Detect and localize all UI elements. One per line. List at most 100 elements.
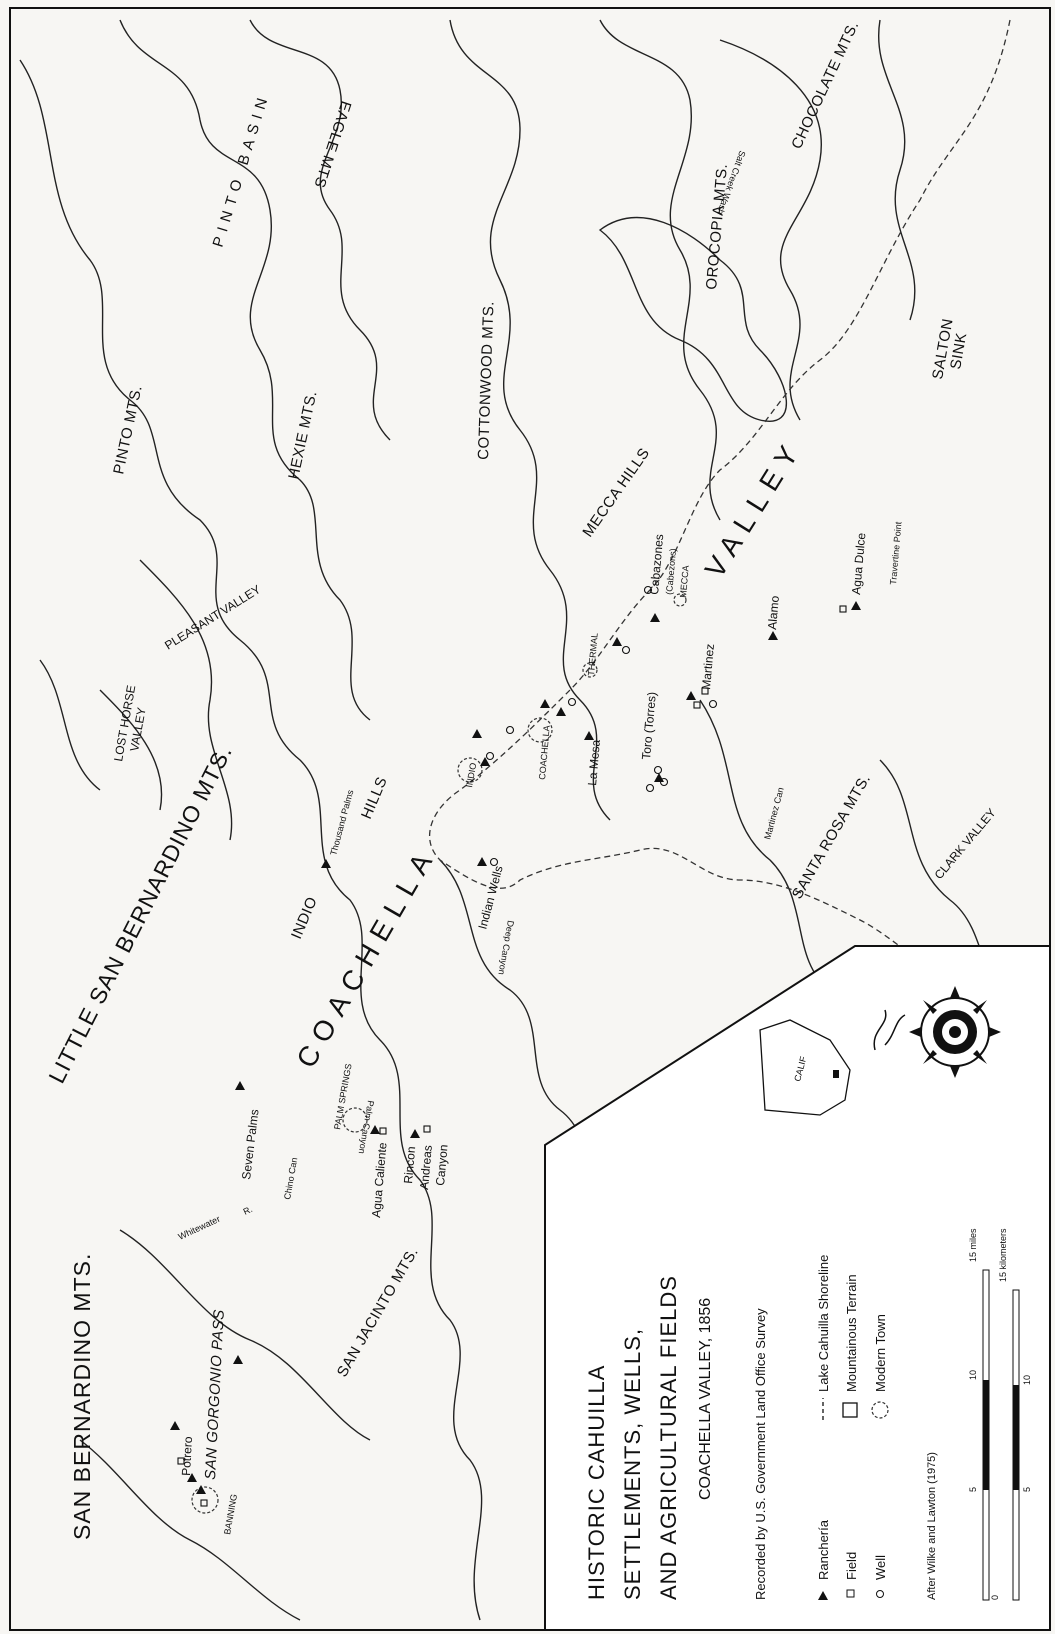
well-marker [505, 725, 515, 735]
label-martinez: Martinez [699, 643, 717, 690]
label-pleasant-valley: PLEASANT VALLEY [162, 582, 263, 652]
title-line-2: SETTLEMENTS, WELLS, [620, 1328, 645, 1600]
legend-shoreline-label: Lake Cahuilla Shoreline [816, 1255, 831, 1392]
rancheria-marker [370, 1125, 380, 1134]
well-marker [489, 857, 499, 867]
scale-miles-label: 15 miles [968, 1228, 978, 1262]
rancheria-marker [477, 857, 487, 866]
rancheria-marker [686, 691, 696, 700]
legend-well-label: Well [873, 1555, 888, 1580]
well-marker [485, 751, 495, 761]
label-deep-canyon: Deep Canyon [496, 920, 515, 976]
rancheria-marker [556, 707, 566, 716]
modern-towns [191, 593, 687, 1514]
label-mecca: MECCA [678, 565, 691, 598]
legend-town-symbol [871, 1401, 889, 1419]
field-marker [839, 605, 847, 613]
rancheria-marker [235, 1081, 245, 1090]
town-indio [457, 757, 483, 783]
title-line-3: AND AGRICULTURAL FIELDS [656, 1275, 681, 1600]
label-whitewater: Whitewater [177, 1214, 222, 1242]
title-line-1: HISTORIC CAHUILLA [584, 1365, 609, 1600]
rancheria-marker [170, 1421, 180, 1430]
field-markers [177, 605, 847, 1507]
label-r: R. [242, 1204, 254, 1217]
scale-bar-km-fill [1013, 1385, 1019, 1490]
label-san-jacinto-mts: SAN JACINTO MTS. [334, 1244, 422, 1380]
label-palm-canyon: Palm Canyon [357, 1100, 376, 1155]
label-travertine-point: Travertine Point [888, 521, 904, 585]
label-toro: Toro (Torres) [639, 691, 659, 760]
california-outline [759, 1019, 851, 1116]
label-seven-palms: Seven Palms [239, 1108, 262, 1180]
scale-km-label: 15 kilometers [998, 1228, 1008, 1282]
label-la-mesa: La Mesa [585, 739, 603, 786]
label-pinto-mts: PINTO MTS. [110, 384, 145, 476]
legend-well-symbol [876, 1590, 884, 1598]
legend-field-symbol [846, 1589, 855, 1598]
credit-text: After Wilke and Lawton (1975) [926, 1452, 938, 1600]
well-markers [485, 585, 718, 867]
legend-field-label: Field [844, 1552, 859, 1580]
well-marker [645, 783, 655, 793]
well-marker [708, 699, 718, 709]
legend-mountain-symbol [842, 1402, 858, 1418]
rancheria-marker [410, 1129, 420, 1138]
label-andreas-canyon: Canyon [433, 1144, 451, 1186]
label-eagle-mts: EAGLE MTS [310, 99, 354, 190]
field-marker [177, 1457, 185, 1465]
rancheria-marker [654, 773, 664, 782]
label-coachella: COACHELLA [290, 840, 442, 1073]
label-indian-wells: Indian Wells [475, 864, 505, 931]
town-coachella [527, 717, 553, 743]
label-san-bernardino-mts: SAN BERNARDINO MTS. [69, 1253, 95, 1540]
label-palm-springs: PALM SPRINGS [332, 1063, 353, 1131]
compass-rose [909, 986, 1001, 1078]
town-thermal [582, 662, 598, 678]
scale-tick-0: 0 [990, 1595, 1000, 1600]
label-sink: SINK [947, 331, 970, 370]
label-hexie-mts: HEXIE MTS. [285, 389, 320, 481]
rancheria-markers [170, 601, 861, 1494]
label-indio-town: INDIO [464, 762, 478, 788]
legend-panel: HISTORIC CAHUILLA SETTLEMENTS, WELLS, AN… [544, 945, 1051, 1631]
label-indio-hills-a: INDIO [288, 894, 321, 941]
label-cabezons: (Cabezons) [664, 548, 678, 595]
label-indio-hills-b: HILLS [358, 774, 391, 821]
town-banning [191, 1486, 219, 1514]
legend-rancheria-label: Ranchería [816, 1519, 831, 1580]
legend-mountain-label: Mountainous Terrain [844, 1274, 859, 1392]
rancheria-marker [472, 729, 482, 738]
rancheria-marker [187, 1473, 197, 1482]
scale-tick-10: 10 [968, 1370, 978, 1380]
label-pinto-basin: PINTO BASIN [210, 90, 273, 249]
label-banning: BANNING [222, 1493, 239, 1535]
well-marker [567, 697, 577, 707]
label-potrero: Potrero [179, 1436, 195, 1476]
label-martinez-can: Martinez Can [762, 786, 786, 840]
label-santa-rosa-mts: SANTA ROSA MTS. [789, 771, 874, 902]
legend-town-label: Modern Town [873, 1314, 888, 1392]
label-clark-valley: CLARK VALLEY [932, 806, 999, 882]
label-coachella-town: COACHELLA [537, 725, 552, 780]
field-marker [200, 1499, 208, 1507]
legend-rancheria-symbol [818, 1591, 828, 1600]
well-marker [659, 777, 669, 787]
north-arrow-icon [873, 1009, 906, 1051]
rancheria-marker [540, 699, 550, 708]
rancheria-marker [768, 631, 778, 640]
rancheria-marker [851, 601, 861, 610]
title-subtitle: COACHELLA VALLEY, 1856 [697, 1298, 714, 1500]
rancheria-marker [584, 731, 594, 740]
scale-tick-km-5: 5 [1022, 1487, 1032, 1492]
label-mecca-hills: MECCA HILLS [579, 445, 653, 541]
rancheria-marker [612, 637, 622, 646]
label-agua-dulce: Agua Dulce [849, 532, 868, 595]
map-border [9, 7, 1051, 1631]
town-palm-springs [342, 1107, 368, 1133]
field-marker [379, 1127, 387, 1135]
label-san-gorgonio-pass: SAN GORGONIO PASS [202, 1309, 228, 1480]
label-rincon: Rincon [401, 1146, 418, 1184]
